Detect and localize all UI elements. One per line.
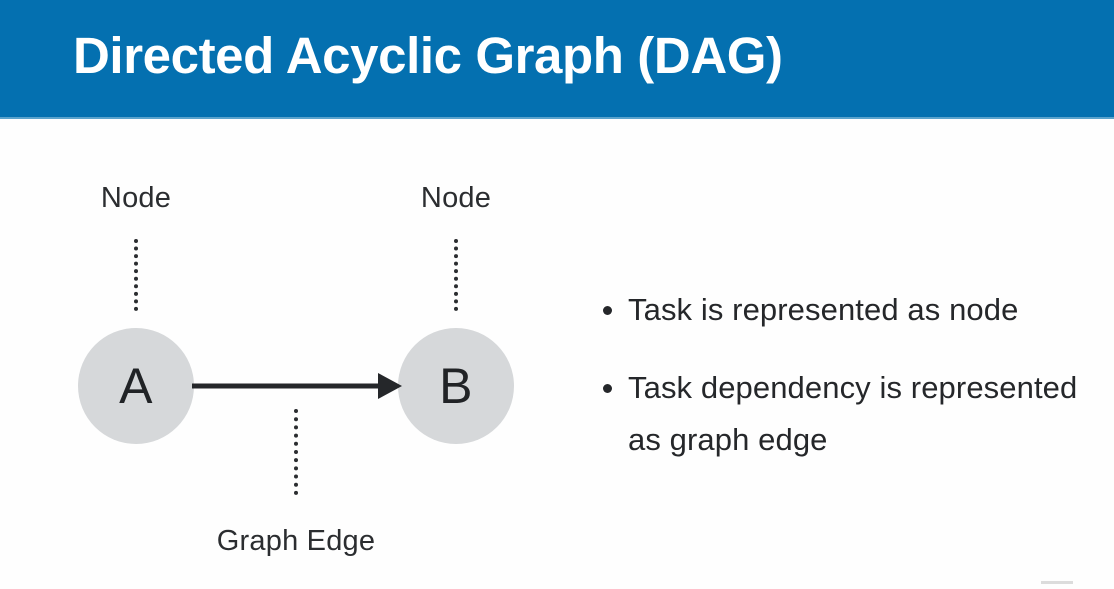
bottom-edge-artifact xyxy=(1041,581,1073,584)
bullet-dot-icon xyxy=(603,306,612,315)
page-title: Directed Acyclic Graph (DAG) xyxy=(73,27,783,84)
graph-edge-arrow-icon xyxy=(192,373,402,399)
graph-node-a: A xyxy=(78,328,194,444)
node-a-leader-line xyxy=(134,239,138,311)
node-b-leader-line xyxy=(454,239,458,311)
node-b-label: B xyxy=(439,358,473,414)
node-a-label: A xyxy=(119,358,153,414)
node-a-caption: Node xyxy=(100,182,172,214)
graph-node-b: B xyxy=(398,328,514,444)
list-item-text: Task is represented as node xyxy=(628,292,1019,327)
list-item: Task dependency is represented as graph … xyxy=(598,362,1098,466)
graph-edge-caption: Graph Edge xyxy=(216,525,376,557)
list-item: Task is represented as node xyxy=(598,284,1098,336)
dag-diagram: Node Node A B Graph Edge xyxy=(0,117,600,589)
list-item-text: Task dependency is represented as graph … xyxy=(628,370,1078,457)
graph-edge-leader-line xyxy=(294,409,298,495)
node-b-caption: Node xyxy=(420,182,492,214)
bullet-dot-icon xyxy=(603,384,612,393)
bullet-list: Task is represented as node Task depende… xyxy=(598,284,1098,466)
header-banner xyxy=(0,0,1114,117)
header-underline xyxy=(0,117,1114,119)
